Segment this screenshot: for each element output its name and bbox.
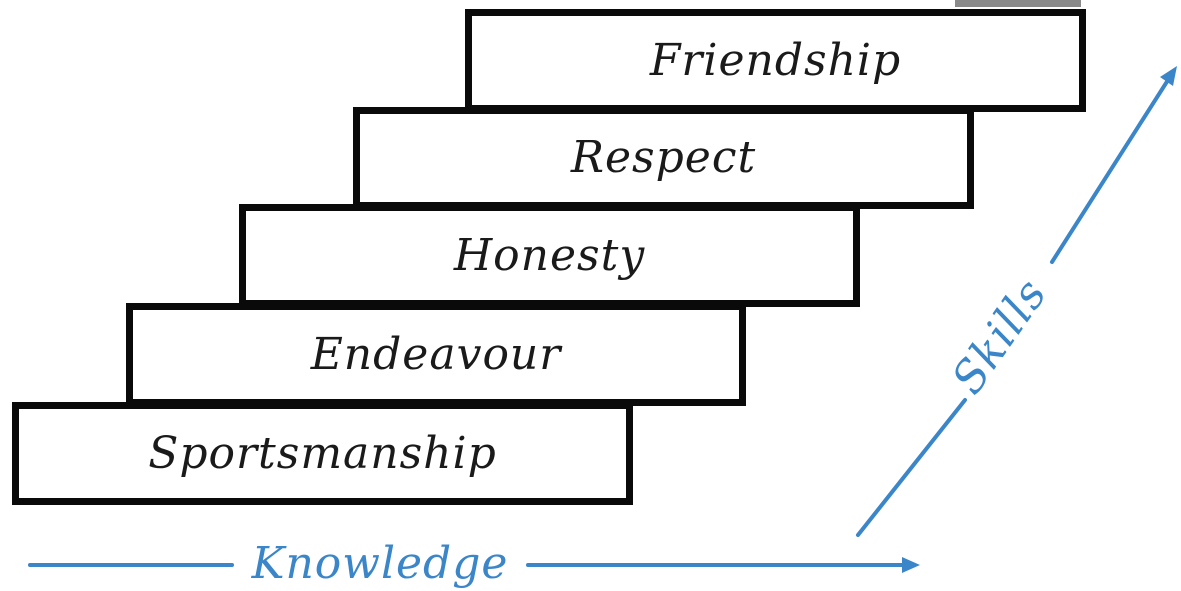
step-friendship: Friendship bbox=[465, 9, 1086, 112]
step-label: Friendship bbox=[649, 34, 902, 86]
top-edge-image-fragment bbox=[955, 0, 1081, 7]
step-respect: Respect bbox=[353, 107, 974, 209]
knowledge-arrowhead-icon bbox=[902, 557, 920, 573]
step-label: Honesty bbox=[453, 229, 646, 281]
skills-arrow-lower-segment bbox=[856, 398, 967, 537]
step-label: Respect bbox=[570, 132, 757, 183]
skills-label: Skills bbox=[942, 269, 1057, 403]
skills-arrowhead-icon bbox=[1160, 66, 1177, 86]
step-label: Endeavour bbox=[310, 328, 562, 380]
knowledge-label: Knowledge bbox=[251, 538, 509, 589]
step-sportsmanship: Sportsmanship bbox=[12, 402, 633, 505]
skills-arrow-upper-segment bbox=[1050, 78, 1170, 264]
step-endeavour: Endeavour bbox=[126, 303, 746, 406]
step-label: Sportsmanship bbox=[148, 427, 497, 479]
